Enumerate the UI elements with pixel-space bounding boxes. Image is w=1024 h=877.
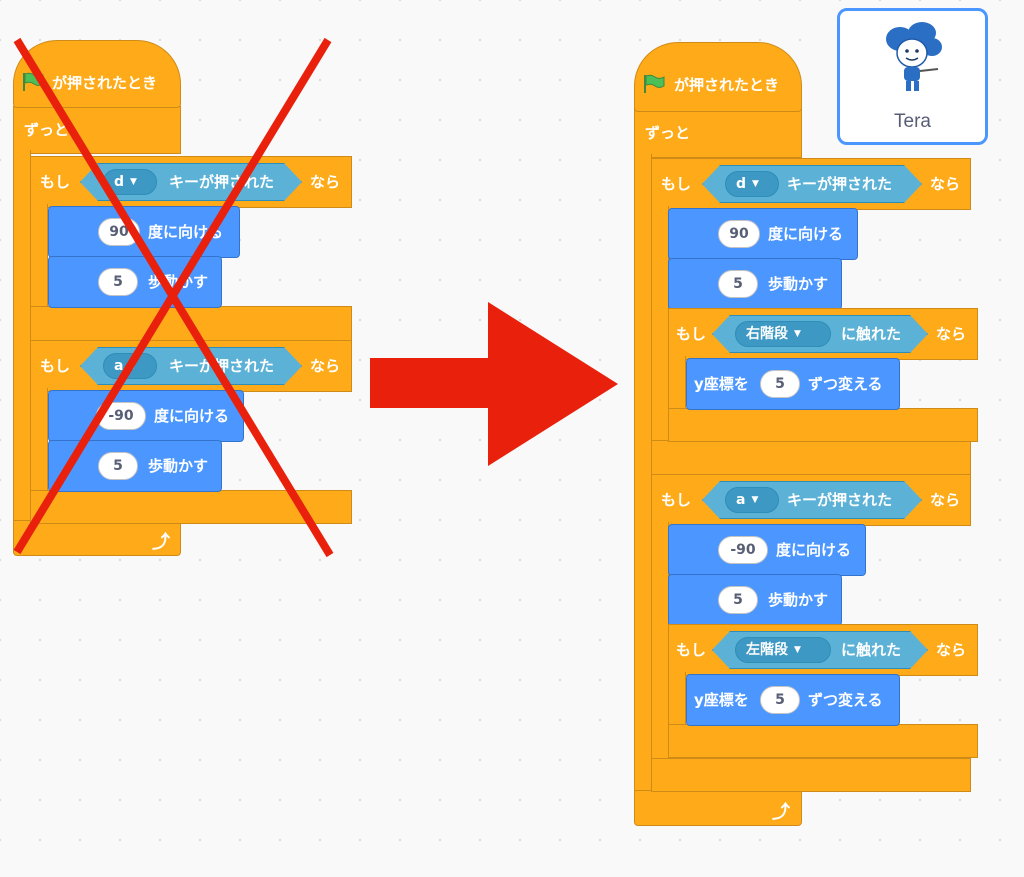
sprite-name: Tera bbox=[894, 111, 931, 132]
change-suffix-label: ずつ変える bbox=[808, 691, 883, 709]
inner-if-arm bbox=[668, 672, 686, 728]
direction-input[interactable]: 90 bbox=[718, 220, 760, 248]
chevron-down-icon: ▼ bbox=[794, 645, 801, 655]
then-label: なら bbox=[310, 357, 341, 375]
turn-label: 度に向ける bbox=[154, 407, 230, 425]
inner-if-arm bbox=[668, 356, 686, 412]
key-pressed-sensing[interactable]: d▼ キーが押された bbox=[80, 163, 302, 201]
forever-label: ずっと bbox=[645, 124, 691, 142]
sprite-card[interactable]: Tera bbox=[837, 8, 988, 145]
touch-target-value: 左階段 bbox=[746, 642, 788, 658]
steps-input[interactable]: 5 bbox=[98, 452, 138, 480]
touch-target-dropdown[interactable]: 左階段 ▼ bbox=[735, 637, 831, 663]
if-arm-a bbox=[651, 522, 669, 762]
then-label: なら bbox=[930, 491, 961, 509]
then-label: なら bbox=[310, 173, 341, 191]
move-steps-block[interactable] bbox=[668, 258, 842, 310]
if-label: もし bbox=[676, 641, 707, 659]
forever-block[interactable] bbox=[634, 108, 802, 158]
then-label: なら bbox=[936, 325, 967, 343]
if-label: もし bbox=[661, 175, 692, 193]
direction-input[interactable]: -90 bbox=[718, 536, 768, 564]
if-label: もし bbox=[40, 357, 71, 375]
if-arm-d bbox=[651, 206, 669, 446]
forever-label: ずっと bbox=[24, 121, 70, 139]
then-label: なら bbox=[936, 641, 967, 659]
if-label: もし bbox=[40, 173, 71, 191]
loop-arrow-icon: ⤴ bbox=[772, 802, 790, 823]
hat-label: が押されたとき bbox=[674, 76, 780, 94]
key-pressed-label: キーが押された bbox=[787, 175, 893, 193]
key-value: d bbox=[114, 174, 125, 190]
big-right-arrow-icon bbox=[370, 302, 618, 466]
chevron-down-icon: ▼ bbox=[752, 179, 759, 189]
sprite-thumbnail-icon bbox=[886, 22, 942, 91]
key-dropdown[interactable]: d▼ bbox=[725, 171, 779, 197]
touch-target-dropdown[interactable]: 右階段 ▼ bbox=[735, 321, 831, 347]
touching-sensing[interactable]: 左階段 ▼ に触れた bbox=[712, 631, 928, 669]
steps-input[interactable]: 5 bbox=[718, 270, 758, 298]
if-foot-a bbox=[651, 758, 971, 792]
point-direction-block[interactable] bbox=[48, 390, 244, 442]
move-label: 歩動かす bbox=[148, 457, 209, 475]
turn-label: 度に向ける bbox=[768, 225, 844, 243]
loop-arrow-icon: ⤴ bbox=[152, 532, 170, 553]
if-label: もし bbox=[676, 325, 707, 343]
touch-label: に触れた bbox=[841, 325, 902, 343]
change-y-input[interactable]: 5 bbox=[760, 370, 800, 398]
key-value: a bbox=[736, 492, 746, 508]
then-label: なら bbox=[930, 175, 961, 193]
key-pressed-sensing[interactable]: d▼ キーが押された bbox=[702, 165, 922, 203]
steps-input[interactable]: 5 bbox=[98, 268, 138, 296]
if-arm-a bbox=[30, 388, 48, 496]
key-pressed-sensing[interactable]: a▼ キーが押された bbox=[80, 347, 302, 385]
touch-label: に触れた bbox=[841, 641, 902, 659]
steps-input[interactable]: 5 bbox=[718, 586, 758, 614]
touch-target-value: 右階段 bbox=[746, 326, 788, 342]
touching-sensing[interactable]: 右階段 ▼ に触れた bbox=[712, 315, 928, 353]
chevron-down-icon: ▼ bbox=[794, 329, 801, 339]
key-pressed-label: キーが押された bbox=[787, 491, 893, 509]
cross-out-mark bbox=[13, 37, 334, 558]
if-label: もし bbox=[661, 491, 692, 509]
key-dropdown[interactable]: a▼ bbox=[725, 487, 779, 513]
change-suffix-label: ずつ変える bbox=[808, 375, 883, 393]
inner-if-foot bbox=[668, 724, 978, 758]
move-label: 歩動かす bbox=[768, 591, 829, 609]
change-y-label: y座標を bbox=[694, 375, 749, 393]
inner-if-foot bbox=[668, 408, 978, 442]
move-label: 歩動かす bbox=[768, 275, 829, 293]
hat-label: が押されたとき bbox=[52, 74, 158, 92]
change-y-label: y座標を bbox=[694, 691, 749, 709]
forever-arm bbox=[634, 154, 652, 794]
turn-label: 度に向ける bbox=[776, 541, 852, 559]
key-value: a bbox=[114, 358, 124, 374]
chevron-down-icon: ▼ bbox=[130, 177, 137, 187]
change-y-input[interactable]: 5 bbox=[760, 686, 800, 714]
if-arm-d bbox=[30, 204, 48, 312]
key-pressed-sensing[interactable]: a▼ キーが押された bbox=[702, 481, 922, 519]
key-pressed-label: キーが押された bbox=[169, 357, 275, 375]
chevron-down-icon: ▼ bbox=[751, 495, 759, 505]
green-flag-icon bbox=[644, 74, 665, 93]
key-value: d bbox=[736, 176, 747, 192]
forever-foot bbox=[634, 790, 802, 826]
if-foot-d bbox=[651, 440, 971, 476]
